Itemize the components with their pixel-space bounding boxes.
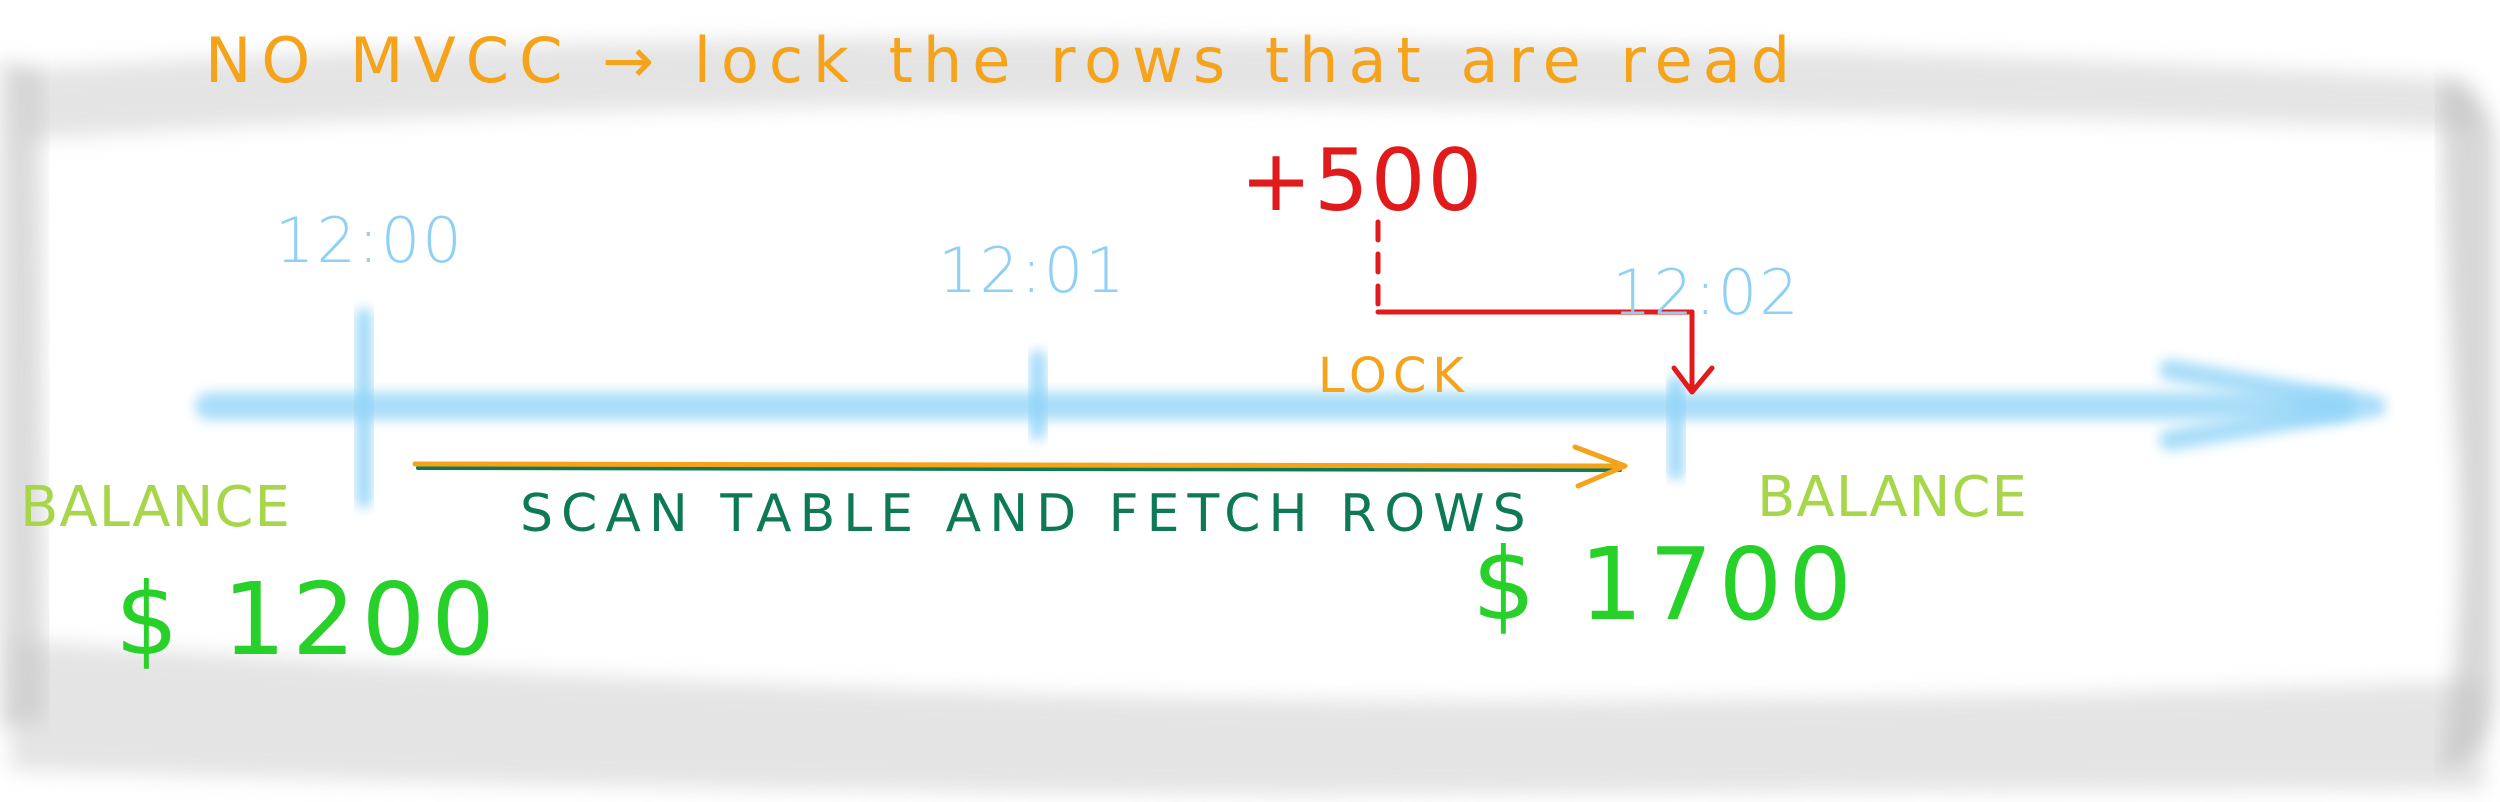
timeline-bar bbox=[195, 359, 2386, 451]
balance-end-amount: $ 1700 bbox=[1472, 526, 1858, 643]
time-label-12-01: 12:01 bbox=[938, 234, 1127, 307]
balance-start-amount: $ 1200 bbox=[115, 561, 501, 678]
scan-arrow bbox=[412, 444, 1628, 489]
balance-end-label: BALANCE bbox=[1757, 465, 2028, 530]
lock-label: LOCK bbox=[1318, 348, 1470, 404]
deposit-connector bbox=[1375, 219, 1715, 395]
balance-start-label: BALANCE bbox=[20, 475, 291, 540]
time-label-12-00: 12:00 bbox=[275, 204, 464, 277]
tick-12-00 bbox=[356, 308, 372, 508]
diagram-title: NO MVCC → lock the rows that are read bbox=[205, 24, 1801, 97]
background-band bbox=[0, 38, 2495, 795]
deposit-amount: +500 bbox=[1240, 131, 1485, 231]
tick-12-01 bbox=[1030, 350, 1046, 440]
timeline-ticks bbox=[356, 308, 1684, 508]
scan-label: SCAN TABLE AND FETCH ROWS bbox=[520, 484, 1534, 544]
time-label-12-02: 12:02 bbox=[1612, 256, 1801, 329]
tick-12-02 bbox=[1668, 375, 1684, 480]
